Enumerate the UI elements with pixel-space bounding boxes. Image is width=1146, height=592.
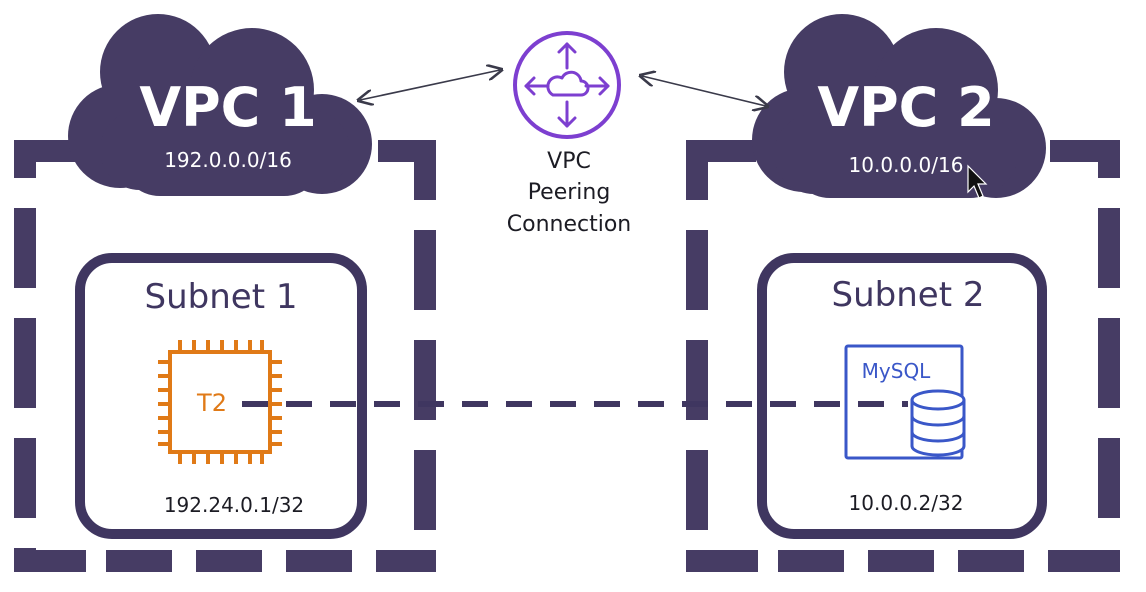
vpc1-cloud-icon: [68, 14, 372, 196]
peering-arrow-left: [360, 70, 500, 100]
subnet2-title: Subnet 2: [832, 275, 985, 315]
vpc2-cloud-icon: [752, 14, 1046, 198]
peering-label-line3: Connection: [507, 212, 631, 237]
ec2-chip-icon: [158, 340, 282, 464]
peering-arrow-right: [642, 76, 766, 106]
subnet1-title: Subnet 1: [145, 277, 298, 317]
peering-label-line1: VPC: [547, 149, 591, 174]
mouse-cursor-icon: [967, 164, 988, 199]
vpc1-cidr: 192.0.0.0/16: [164, 148, 292, 172]
subnet1-ip: 192.24.0.1/32: [164, 493, 304, 517]
vpc1-title: VPC 1: [139, 76, 316, 139]
vpc2-title: VPC 2: [817, 76, 994, 139]
subnet1-box: [75, 253, 367, 539]
router-cloud-icon: [513, 31, 621, 139]
db-label: MySQL: [862, 359, 932, 383]
subnet2-ip: 10.0.0.2/32: [849, 491, 964, 515]
instance-label: T2: [196, 389, 227, 417]
peering-label-line2: Peering: [528, 180, 611, 205]
vpc2-cidr: 10.0.0.0/16: [849, 153, 964, 177]
vpc2-boundary: [686, 140, 1120, 572]
vpc1-boundary: [14, 140, 436, 572]
